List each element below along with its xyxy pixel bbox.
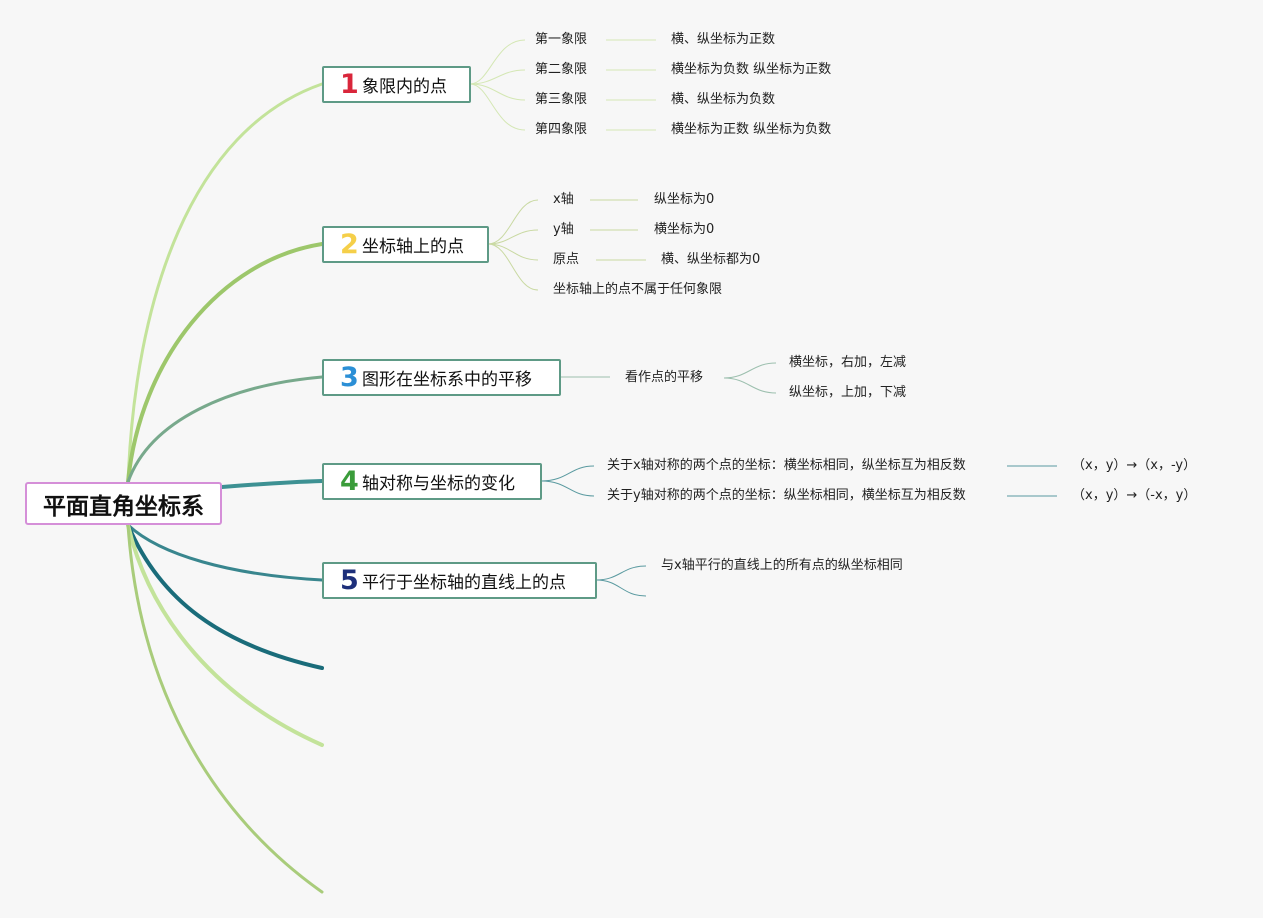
quadrant-1-label[interactable]: 第一象限 — [535, 32, 588, 47]
x-symmetry-label[interactable]: 关于x轴对称的两个点的坐标：横坐标相同，纵坐标互为相反数 — [607, 458, 966, 473]
x-symmetry-formula[interactable]: （x，y）→（x，-y） — [1072, 458, 1197, 473]
branch-1-connectors — [469, 39, 656, 131]
branch-4-node[interactable]: 4 轴对称与坐标的变化 — [322, 463, 542, 500]
y-axis-detail[interactable]: 横坐标为0 — [654, 222, 715, 237]
quadrant-2-label[interactable]: 第二象限 — [535, 62, 588, 77]
empty-branch-6-line — [126, 523, 324, 670]
root-title: 平面直角坐标系 — [43, 493, 204, 520]
branch-5-label: 平行于坐标轴的直线上的点 — [362, 573, 566, 593]
empty-branch-7-line — [126, 523, 324, 747]
main-branch-4-line — [220, 479, 324, 489]
translation-label[interactable]: 看作点的平移 — [625, 370, 704, 385]
main-branch-2-line — [126, 242, 324, 484]
quadrant-3-detail[interactable]: 横、纵坐标为负数 — [671, 92, 776, 107]
empty-branch-8-line — [126, 523, 324, 894]
main-branch-5-line — [126, 523, 324, 582]
branch-2-connectors — [487, 199, 646, 291]
number-4-icon: 4 — [340, 466, 359, 497]
branch-3-node[interactable]: 3 图形在坐标系中的平移 — [322, 359, 561, 396]
quadrant-2-detail[interactable]: 横坐标为负数 纵坐标为正数 — [671, 62, 832, 77]
origin-label[interactable]: 原点 — [553, 252, 580, 267]
quadrant-1-detail[interactable]: 横、纵坐标为正数 — [671, 32, 776, 47]
axis-note[interactable]: 坐标轴上的点不属于任何象限 — [553, 282, 723, 297]
number-2-icon: 2 — [340, 229, 359, 260]
y-symmetry-formula[interactable]: （x，y）→（-x，y） — [1072, 488, 1197, 503]
number-1-icon: 1 — [340, 69, 359, 100]
x-axis-detail[interactable]: 纵坐标为0 — [654, 192, 715, 207]
main-branch-1-line — [126, 82, 324, 484]
quadrant-3-label[interactable]: 第三象限 — [535, 92, 588, 107]
branch-5-node[interactable]: 5 平行于坐标轴的直线上的点 — [322, 562, 597, 599]
parallel-x-label[interactable]: 与x轴平行的直线上的所有点的纵坐标相同 — [661, 558, 903, 573]
branch-5-connectors — [595, 565, 647, 597]
branch-3-label: 图形在坐标系中的平移 — [362, 370, 532, 390]
branch-1-node[interactable]: 1 象限内的点 — [322, 66, 471, 103]
branch-3-connectors — [560, 362, 777, 394]
main-branch-3-line — [126, 375, 324, 484]
number-3-icon: 3 — [340, 362, 359, 393]
quadrant-4-label[interactable]: 第四象限 — [535, 122, 588, 137]
vertical-rule[interactable]: 纵坐标，上加，下减 — [789, 385, 907, 400]
branch-2-node[interactable]: 2 坐标轴上的点 — [322, 226, 489, 263]
branch-2-label: 坐标轴上的点 — [362, 237, 464, 257]
branch-4-connectors — [540, 465, 1057, 497]
origin-detail[interactable]: 横、纵坐标都为0 — [661, 252, 761, 267]
root-node[interactable]: 平面直角坐标系 — [25, 482, 222, 525]
y-symmetry-label[interactable]: 关于y轴对称的两个点的坐标：纵坐标相同，横坐标互为相反数 — [607, 488, 966, 503]
horizontal-rule[interactable]: 横坐标，右加，左减 — [789, 355, 907, 370]
branch-4-label: 轴对称与坐标的变化 — [362, 474, 515, 494]
quadrant-4-detail[interactable]: 横坐标为正数 纵坐标为负数 — [671, 122, 832, 137]
y-axis-label[interactable]: y轴 — [553, 222, 574, 237]
branch-1-label: 象限内的点 — [362, 77, 447, 97]
number-5-icon: 5 — [340, 565, 359, 596]
x-axis-label[interactable]: x轴 — [553, 192, 574, 207]
